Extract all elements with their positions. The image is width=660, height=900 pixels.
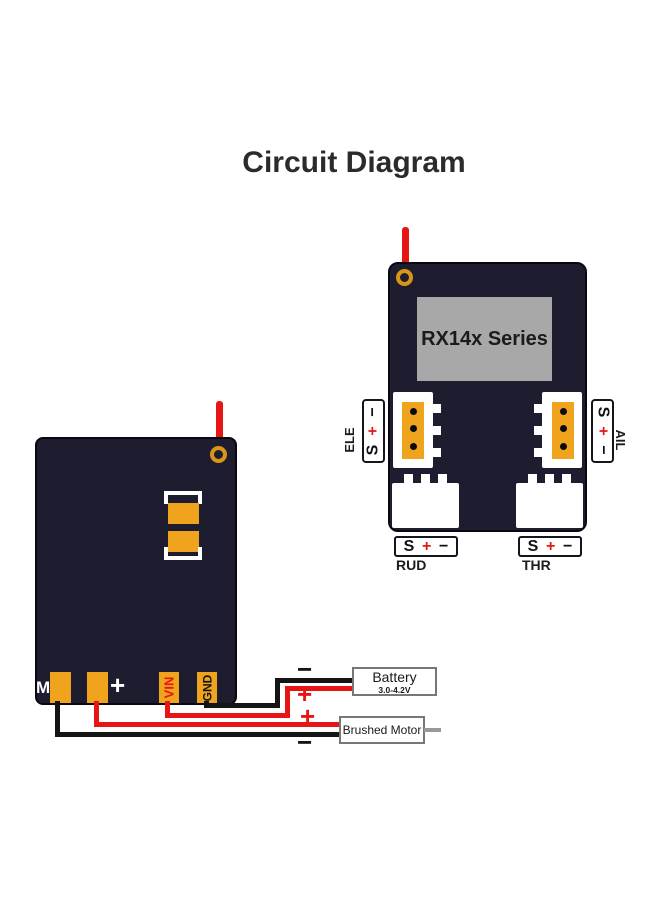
ele-port-label: ELE — [342, 427, 357, 453]
motor-minus-sign: − — [297, 727, 313, 757]
motor-label: Brushed Motor — [342, 723, 422, 737]
motor-plus-wire — [94, 701, 99, 727]
ele-pin-dot — [410, 408, 417, 415]
ail-pin-dot — [560, 425, 567, 432]
motor-plus-wire — [94, 722, 343, 727]
ele-connector-tooth — [433, 426, 441, 435]
ele-pin-signal: S — [364, 444, 382, 456]
thr-connector-tooth — [562, 474, 571, 483]
thr-pinout-box: S + − — [518, 536, 582, 557]
rud-connector-tooth — [404, 474, 413, 483]
rud-connector-tooth — [421, 474, 430, 483]
ail-pin-signal: S — [594, 406, 612, 418]
motor-minus-wire — [55, 732, 343, 737]
battery-plus-wire — [285, 686, 354, 691]
ail-pin-dot — [560, 408, 567, 415]
battery-plus-sign: + — [297, 679, 313, 709]
vin-pad-label: VIN — [161, 676, 177, 699]
battery-minus-wire — [204, 703, 280, 708]
component-bracket-bottom — [164, 547, 202, 560]
battery-minus-sign: − — [297, 654, 313, 684]
ail-pin-dot — [560, 443, 567, 450]
ail-pinout-box: S + − — [591, 399, 614, 463]
thr-port-label: THR — [522, 557, 551, 573]
ail-pin-minus: − — [594, 445, 612, 455]
rud-pin-minus: − — [438, 537, 449, 555]
thr-pin-minus: − — [562, 537, 573, 555]
motor-plus-pad — [87, 672, 108, 703]
component-pad — [168, 503, 199, 524]
esc-board — [35, 437, 237, 705]
motor-plus-sign: + — [300, 701, 316, 731]
motor-pad — [50, 672, 71, 703]
ele-connector-tooth — [433, 404, 441, 413]
battery-label: Battery — [372, 668, 417, 685]
motor-plus-pad-label: + — [110, 670, 126, 700]
esc-antenna-wire — [216, 401, 223, 441]
thr-connector-housing — [516, 483, 583, 528]
ele-pin-dot — [410, 443, 417, 450]
ail-pin-plus: + — [594, 426, 612, 436]
esc-antenna-pad-icon — [210, 446, 227, 463]
ele-connector-tooth — [433, 448, 441, 457]
ele-pinout-box: − + S — [362, 399, 385, 463]
component-bracket-top — [164, 491, 202, 504]
battery-box: Battery 3.0-4.2V — [352, 667, 437, 696]
motor-pad-label: M — [36, 678, 51, 697]
page-title: Circuit Diagram — [242, 146, 466, 179]
motor-box: Brushed Motor — [339, 716, 425, 744]
rud-pinout-box: S + − — [394, 536, 458, 557]
rud-port-label: RUD — [396, 557, 427, 573]
component-pad — [168, 531, 199, 552]
vin-pad: VIN — [159, 672, 179, 703]
battery-plus-wire — [285, 686, 290, 718]
battery-minus-wire — [275, 678, 354, 683]
motor-minus-wire — [55, 701, 60, 737]
battery-voltage: 3.0-4.2V — [378, 684, 411, 695]
rud-pin-signal: S — [403, 537, 415, 555]
receiver-antenna-wire — [402, 227, 409, 268]
receiver-chip-label-area: RX14x Series — [417, 297, 552, 381]
thr-connector-tooth — [545, 474, 554, 483]
battery-minus-wire — [275, 678, 280, 708]
ail-connector-tooth — [534, 448, 542, 457]
thr-pin-signal: S — [527, 537, 539, 555]
receiver-model-text: RX14x Series — [421, 327, 548, 350]
battery-plus-wire — [165, 713, 290, 718]
receiver-antenna-pad-icon — [396, 269, 413, 286]
rud-connector-housing — [392, 483, 459, 528]
ele-pin-minus: − — [364, 407, 382, 417]
gnd-pad-label: GND — [200, 674, 215, 701]
rud-connector-tooth — [438, 474, 447, 483]
ail-connector-tooth — [534, 404, 542, 413]
ail-connector-tooth — [534, 426, 542, 435]
ele-pin-dot — [410, 425, 417, 432]
motor-shaft-icon — [424, 728, 441, 732]
rud-pin-plus: + — [421, 537, 432, 555]
gnd-pad: GND — [197, 672, 217, 703]
thr-connector-tooth — [528, 474, 537, 483]
thr-pin-plus: + — [545, 537, 556, 555]
battery-plus-wire — [165, 701, 170, 718]
ail-port-label: AIL — [613, 429, 628, 451]
ele-pin-plus: + — [364, 426, 382, 436]
